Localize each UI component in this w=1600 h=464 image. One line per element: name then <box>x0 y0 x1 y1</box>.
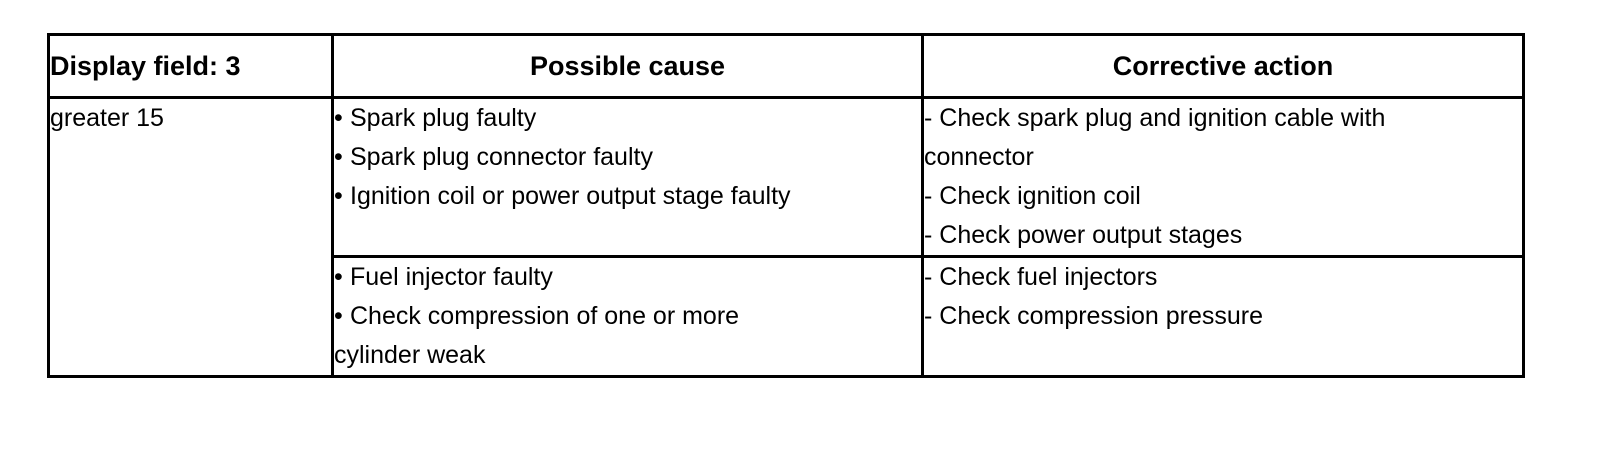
table-body: greater 15 •Spark plug faulty •Spark plu… <box>47 96 1525 378</box>
table-row: greater 15 •Spark plug faulty •Spark plu… <box>47 96 1525 378</box>
list-item-text: Check fuel injectors <box>939 263 1158 291</box>
bullet-icon: • <box>334 143 343 171</box>
list-item: - Check spark plug and ignition cable wi… <box>924 99 1522 138</box>
column-header-possible-cause: Possible cause <box>331 33 924 99</box>
list-item: •Spark plug faulty <box>334 99 921 138</box>
list-item-text: Check compression of one or more <box>350 302 740 330</box>
header-row: Display field: 3 Possible cause Correcti… <box>47 33 1525 99</box>
list-item-text: Spark plug faulty <box>350 104 537 132</box>
bullet-icon: • <box>334 263 343 291</box>
list-item-text: Ignition coil or power output stage faul… <box>350 182 791 210</box>
dash-icon: - <box>924 302 933 330</box>
list-item: •Check compression of one or more <box>334 297 921 336</box>
column-header-corrective-action: Corrective action <box>921 33 1525 99</box>
cell-possible-cause-row1: •Spark plug faulty •Spark plug connector… <box>331 96 924 258</box>
list-item: - Check compression pressure <box>924 297 1522 336</box>
dash-icon: - <box>924 182 933 210</box>
display-field-value: greater 15 <box>50 104 164 132</box>
list-item-text: connector <box>924 143 1034 171</box>
cell-corrective-action-row2: - Check fuel injectors - Check compressi… <box>921 255 1525 378</box>
cell-corrective-action-row1: - Check spark plug and ignition cable wi… <box>921 96 1525 258</box>
list-item-continuation: cylinder weak <box>334 336 921 375</box>
dash-icon: - <box>924 104 933 132</box>
list-item-continuation: connector <box>924 138 1522 177</box>
table-row: •Fuel injector faulty •Check compression… <box>49 255 1525 378</box>
list-item: - Check power output stages <box>924 216 1522 255</box>
dash-icon: - <box>924 221 933 249</box>
list-item-text: Check spark plug and ignition cable with <box>939 104 1386 132</box>
list-item: •Ignition coil or power output stage fau… <box>334 177 921 216</box>
list-item: •Spark plug connector faulty <box>334 138 921 177</box>
column-header-display-field: Display field: 3 <box>47 33 334 99</box>
list-item-text: Fuel injector faulty <box>350 263 553 291</box>
bullet-icon: • <box>334 302 343 330</box>
list-item-text: Spark plug connector faulty <box>350 143 653 171</box>
diagnostic-table: Display field: 3 Possible cause Correcti… <box>47 33 1525 378</box>
list-item: - Check ignition coil <box>924 177 1522 216</box>
list-item: - Check fuel injectors <box>924 258 1522 297</box>
list-item-text: Check compression pressure <box>939 302 1264 330</box>
list-item-text: Check ignition coil <box>939 182 1141 210</box>
bullet-icon: • <box>334 104 343 132</box>
list-item: •Fuel injector faulty <box>334 258 921 297</box>
list-item-text: Check power output stages <box>939 221 1243 249</box>
cell-possible-cause-row2: •Fuel injector faulty •Check compression… <box>331 255 924 378</box>
bullet-icon: • <box>334 182 343 210</box>
table-header: Display field: 3 Possible cause Correcti… <box>47 33 1525 99</box>
cell-display-field-value: greater 15 <box>47 96 334 378</box>
dash-icon: - <box>924 263 933 291</box>
list-item-text: cylinder weak <box>334 341 486 369</box>
